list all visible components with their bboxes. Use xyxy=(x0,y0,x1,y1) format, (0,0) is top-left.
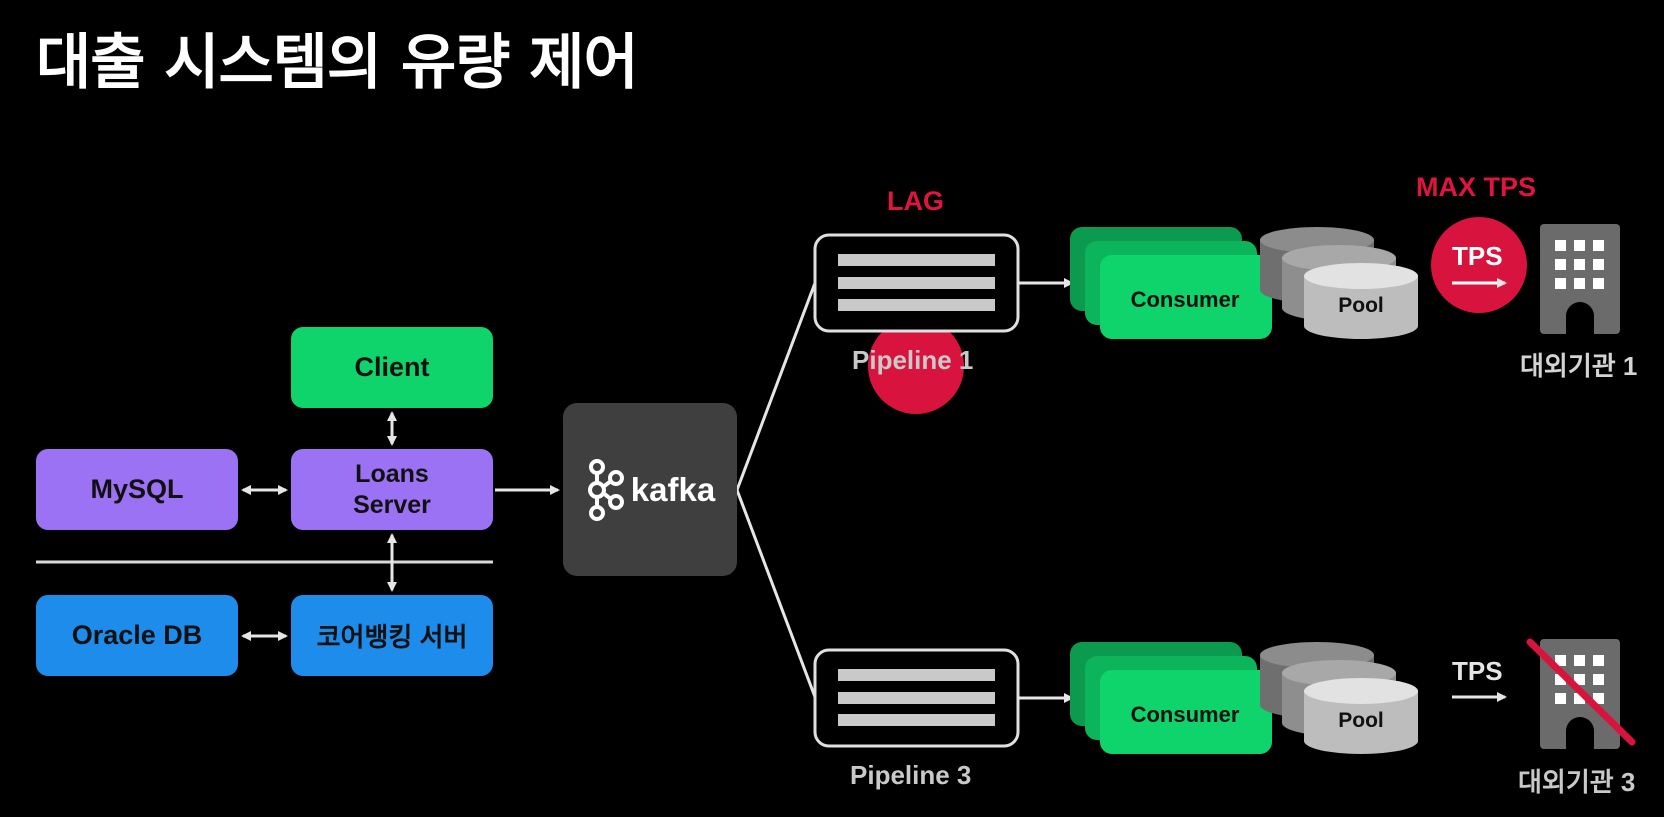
institution1-label: 대외기관 1 xyxy=(1520,351,1638,381)
loans-server-label-line2: Server xyxy=(353,490,431,519)
lag-indicator xyxy=(868,318,964,414)
oracle-db-label: Oracle DB xyxy=(71,620,203,650)
max-tps-indicator xyxy=(1431,217,1527,313)
core-banking-node: 코어뱅킹 서버 xyxy=(291,595,493,676)
tps3-label: TPS xyxy=(1452,656,1503,686)
page-title: 대출 시스템의 유량 제어 xyxy=(36,28,639,98)
pool-stack-1 xyxy=(1260,227,1418,339)
mysql-node: MySQL xyxy=(36,449,238,530)
mysql-label: MySQL xyxy=(90,474,184,504)
kafka-node: kafka xyxy=(563,403,737,576)
institution3-label: 대외기관 3 xyxy=(1518,767,1636,797)
consumer3-label: Consumer xyxy=(1130,702,1240,727)
tps1-label: TPS xyxy=(1452,241,1503,271)
cross-out-icon xyxy=(1526,638,1636,746)
pool3-label: Pool xyxy=(1338,709,1384,732)
loans-server-label-line1: Loans xyxy=(355,459,429,488)
pipeline3-label: Pipeline 3 xyxy=(850,760,972,790)
client-label: Client xyxy=(354,352,430,382)
loans-server-node: Loans Server xyxy=(291,449,493,530)
consumer-stack-3 xyxy=(1070,642,1272,754)
line-kafka-pipeline1 xyxy=(735,282,817,491)
pipeline3-queue xyxy=(813,648,1020,748)
pool1-label: Pool xyxy=(1338,294,1384,317)
kafka-logo-icon xyxy=(587,458,624,521)
building-icon xyxy=(1540,224,1620,334)
pipeline1-queue xyxy=(813,233,1020,333)
consumer-stack-1 xyxy=(1070,227,1272,339)
pool-stack-3 xyxy=(1260,642,1418,754)
line-kafka-pipeline3 xyxy=(735,489,817,698)
pipeline1-label: Pipeline 1 xyxy=(852,345,974,375)
lag-label: LAG xyxy=(887,186,944,216)
core-banking-label: 코어뱅킹 서버 xyxy=(316,622,468,652)
oracle-db-node: Oracle DB xyxy=(36,595,238,676)
kafka-label: kafka xyxy=(630,470,716,508)
max-tps-label: MAX TPS xyxy=(1416,172,1537,202)
client-node: Client xyxy=(291,327,493,408)
consumer1-label: Consumer xyxy=(1130,287,1240,312)
